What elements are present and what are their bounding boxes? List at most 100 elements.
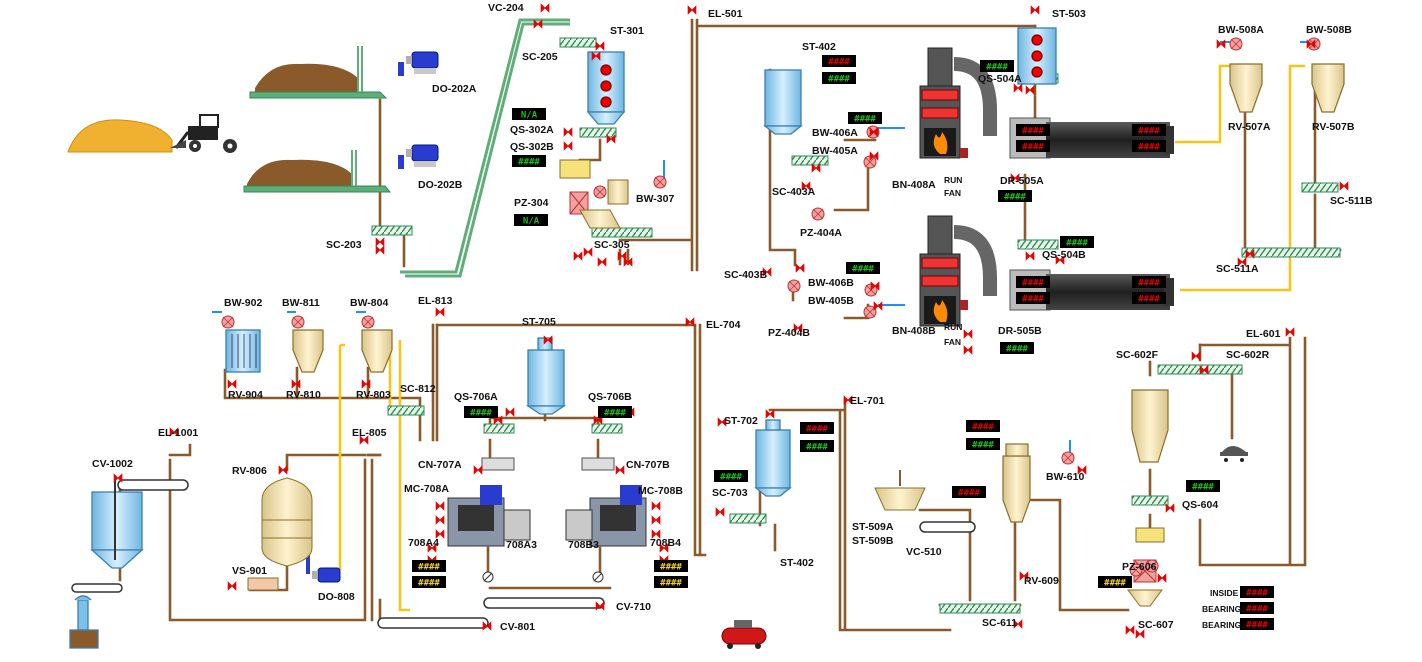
- tag-el-601[interactable]: EL-601: [1246, 328, 1281, 340]
- tag-sc-403b[interactable]: SC-403B: [724, 269, 768, 281]
- red-white-bowtie-valve-icon[interactable]: [1245, 249, 1255, 259]
- tag-el-813[interactable]: EL-813: [418, 295, 453, 307]
- tag-fan-a[interactable]: FAN: [944, 188, 961, 198]
- red-white-bowtie-valve-icon[interactable]: [473, 465, 483, 475]
- red-white-bowtie-valve-icon[interactable]: [278, 465, 288, 475]
- tag-rv-507b[interactable]: RV-507B: [1312, 121, 1355, 133]
- red-blower-icon[interactable]: [863, 305, 877, 319]
- tag-st-503[interactable]: ST-503: [1052, 8, 1086, 20]
- tag-pz-606[interactable]: PZ-606: [1122, 561, 1157, 573]
- tag-st-402b[interactable]: ST-402: [780, 557, 814, 569]
- red-white-bowtie-valve-icon[interactable]: [1339, 181, 1349, 191]
- red-white-bowtie-valve-icon[interactable]: [1010, 173, 1020, 183]
- red-white-bowtie-valve-icon[interactable]: [375, 237, 385, 247]
- tag-sc-205[interactable]: SC-205: [522, 51, 558, 63]
- red-white-bowtie-valve-icon[interactable]: [801, 181, 811, 191]
- red-white-bowtie-valve-icon[interactable]: [685, 317, 695, 327]
- tag-st-509a[interactable]: ST-509A: [852, 521, 894, 533]
- tag-sc-403a[interactable]: SC-403A: [772, 186, 816, 198]
- red-white-bowtie-valve-icon[interactable]: [1013, 619, 1023, 629]
- red-white-bowtie-valve-icon[interactable]: [427, 543, 437, 553]
- tag-sc-305[interactable]: SC-305: [594, 239, 630, 251]
- red-white-bowtie-valve-icon[interactable]: [227, 379, 237, 389]
- red-white-bowtie-valve-icon[interactable]: [1125, 625, 1135, 635]
- tag-el-701[interactable]: EL-701: [850, 395, 885, 407]
- red-white-bowtie-valve-icon[interactable]: [869, 151, 879, 161]
- red-white-bowtie-valve-icon[interactable]: [651, 501, 661, 511]
- tag-st-702[interactable]: ST-702: [724, 415, 758, 427]
- red-white-bowtie-valve-icon[interactable]: [762, 267, 772, 277]
- tag-bn-408a[interactable]: BN-408A: [892, 179, 936, 191]
- red-white-bowtie-valve-icon[interactable]: [869, 127, 879, 137]
- red-white-bowtie-valve-icon[interactable]: [1199, 365, 1209, 375]
- red-white-bowtie-valve-icon[interactable]: [793, 323, 803, 333]
- red-blower-icon[interactable]: [291, 315, 305, 329]
- tag-qs-706b[interactable]: QS-706B: [588, 391, 632, 403]
- tag-pz-404a[interactable]: PZ-404A: [800, 227, 842, 239]
- tag-do-808[interactable]: DO-808: [318, 591, 355, 603]
- tag-cv-710[interactable]: CV-710: [616, 601, 651, 613]
- tag-bw-902[interactable]: BW-902: [224, 297, 262, 309]
- red-blower-icon[interactable]: [361, 315, 375, 329]
- tag-qs-504a[interactable]: QS-504A: [978, 73, 1022, 85]
- red-white-bowtie-valve-icon[interactable]: [583, 247, 593, 257]
- red-white-bowtie-valve-icon[interactable]: [651, 529, 661, 539]
- tag-sc-607[interactable]: SC-607: [1138, 619, 1174, 631]
- red-white-bowtie-valve-icon[interactable]: [1025, 85, 1035, 95]
- tag-qs-504b[interactable]: QS-504B: [1042, 249, 1086, 261]
- tag-st-705[interactable]: ST-705: [522, 316, 556, 328]
- red-white-bowtie-valve-icon[interactable]: [1216, 39, 1226, 49]
- tag-run-a[interactable]: RUN: [944, 175, 962, 185]
- red-white-bowtie-valve-icon[interactable]: [606, 134, 616, 144]
- tag-pz-404b[interactable]: PZ-404B: [768, 327, 810, 339]
- tag-qs-604[interactable]: QS-604: [1182, 499, 1218, 511]
- red-white-bowtie-valve-icon[interactable]: [1030, 5, 1040, 15]
- red-white-bowtie-valve-icon[interactable]: [717, 417, 727, 427]
- tag-vc-510[interactable]: VC-510: [906, 546, 942, 558]
- red-white-bowtie-valve-icon[interactable]: [375, 245, 385, 255]
- tag-qs-302a[interactable]: QS-302A: [510, 124, 554, 136]
- tag-bn-408b[interactable]: BN-408B: [892, 325, 936, 337]
- tag-pz-304[interactable]: PZ-304: [514, 197, 549, 209]
- red-white-bowtie-valve-icon[interactable]: [573, 251, 583, 261]
- red-white-bowtie-valve-icon[interactable]: [505, 407, 515, 417]
- tag-sc-812[interactable]: SC-812: [400, 383, 436, 395]
- tag-sc-703[interactable]: SC-703: [712, 487, 748, 499]
- red-white-bowtie-valve-icon[interactable]: [1055, 255, 1065, 265]
- tag-mc-708a[interactable]: MC-708A: [404, 483, 449, 495]
- tag-bw-406a[interactable]: BW-406A: [812, 127, 858, 139]
- tag-sc-611[interactable]: SC-611: [982, 617, 1017, 629]
- tag-el-501[interactable]: EL-501: [708, 8, 743, 20]
- red-blower-icon[interactable]: [1229, 37, 1243, 51]
- tag-bw-804[interactable]: BW-804: [350, 297, 388, 309]
- tag-mc-708b[interactable]: MC-708B: [638, 485, 683, 497]
- tag-sc-203[interactable]: SC-203: [326, 239, 362, 251]
- red-white-bowtie-valve-icon[interactable]: [1135, 629, 1145, 639]
- red-blower-icon[interactable]: [1061, 451, 1075, 465]
- tag-dr-505a[interactable]: DR-505A: [1000, 175, 1044, 187]
- tag-rv-609[interactable]: RV-609: [1024, 575, 1059, 587]
- tag-bw-406b[interactable]: BW-406B: [808, 277, 854, 289]
- tag-sc-602r[interactable]: SC-602R: [1226, 349, 1270, 361]
- red-white-bowtie-valve-icon[interactable]: [1019, 571, 1029, 581]
- tag-vc-204[interactable]: VC-204: [488, 2, 524, 14]
- red-blower-icon[interactable]: [1129, 563, 1143, 577]
- tag-do-202b[interactable]: DO-202B: [418, 179, 463, 191]
- tag-st-402[interactable]: ST-402: [802, 41, 836, 53]
- tag-el-704[interactable]: EL-704: [706, 319, 741, 331]
- tag-rv-806[interactable]: RV-806: [232, 465, 267, 477]
- tag-cv-801[interactable]: CV-801: [500, 621, 535, 633]
- red-white-bowtie-valve-icon[interactable]: [595, 601, 605, 611]
- red-white-bowtie-valve-icon[interactable]: [715, 507, 725, 517]
- red-white-bowtie-valve-icon[interactable]: [765, 409, 775, 419]
- red-white-bowtie-valve-icon[interactable]: [359, 435, 369, 445]
- red-white-bowtie-valve-icon[interactable]: [843, 395, 853, 405]
- tag-st-509b[interactable]: ST-509B: [852, 535, 894, 547]
- red-blower-icon[interactable]: [811, 207, 825, 221]
- red-white-bowtie-valve-icon[interactable]: [1306, 39, 1316, 49]
- red-white-bowtie-valve-icon[interactable]: [543, 335, 553, 345]
- tag-bw-307[interactable]: BW-307: [636, 193, 674, 205]
- red-white-bowtie-valve-icon[interactable]: [1013, 83, 1023, 93]
- tag-rv-810[interactable]: RV-810: [286, 389, 321, 401]
- tag-sc-511a[interactable]: SC-511A: [1216, 263, 1259, 275]
